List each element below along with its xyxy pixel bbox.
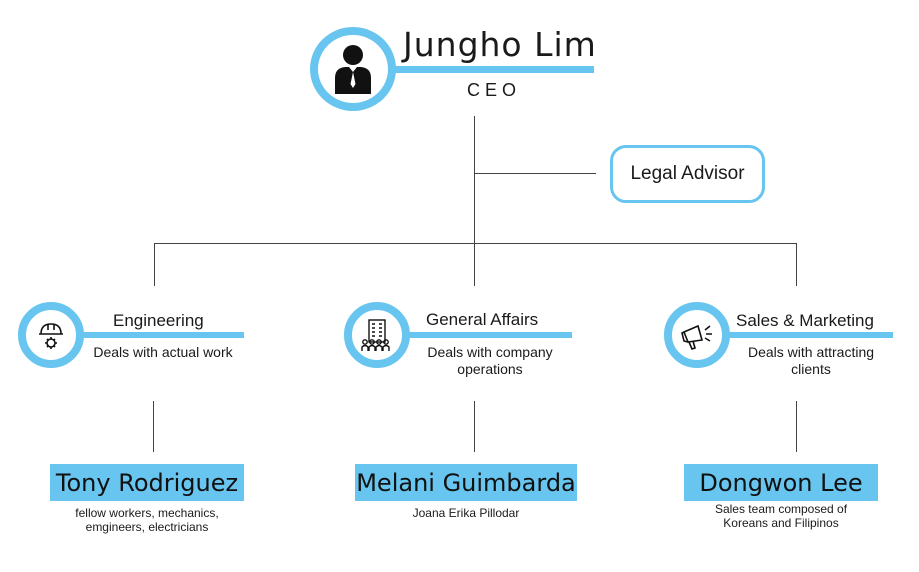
general-affairs-head-line: [474, 401, 475, 452]
general-affairs-head-name: Melani Guimbarda: [355, 464, 577, 501]
engineering-underline-bar: [60, 332, 244, 338]
general-affairs-icon-circle: [344, 302, 410, 368]
general-affairs-underline-bar: [380, 332, 572, 338]
sales-description-line-1: Deals with attracting: [747, 344, 875, 360]
general-affairs-team-line-1: Joana Erika Pillodar: [412, 506, 520, 520]
ceo-underline-bar: [380, 66, 594, 73]
ceo-avatar: [310, 27, 396, 111]
general-affairs-description-line-1: Deals with company: [427, 344, 553, 360]
legal-branch-line: [474, 173, 596, 174]
sales-drop-line: [796, 243, 797, 286]
businessman-icon: [335, 45, 371, 94]
sales-description: Deals with attracting clients: [730, 344, 892, 378]
sales-head-name: Dongwon Lee: [684, 464, 878, 501]
general-affairs-description-line-2: operations: [457, 361, 523, 377]
legal-advisor-box: Legal Advisor: [610, 145, 765, 203]
engineering-team-line-1: fellow workers, mechanics,: [75, 506, 219, 520]
sales-description-line-2: clients: [791, 361, 831, 377]
engineering-drop-line: [154, 243, 155, 286]
general-affairs-title: General Affairs: [426, 310, 539, 329]
engineering-title: Engineering: [113, 311, 204, 330]
engineering-team-line-2: emgineers, electricians: [85, 520, 209, 534]
ceo-title: CEO: [467, 80, 522, 100]
sales-head-line: [796, 401, 797, 452]
department-bus-line: [154, 243, 797, 244]
engineering-icon-circle: [18, 302, 84, 368]
megaphone-icon: [681, 324, 712, 350]
ceo-trunk-line: [474, 116, 475, 244]
general-affairs-description: Deals with company operations: [404, 344, 576, 378]
office-building-people-icon: [361, 319, 390, 351]
general-affairs-drop-line: [474, 243, 475, 286]
sales-team-line-2: Koreans and Filipinos: [723, 516, 839, 530]
sales-team-line-1: Sales team composed of: [714, 502, 848, 516]
engineering-head-name: Tony Rodriguez: [50, 464, 244, 501]
ceo-name: Jungho Lim: [403, 25, 597, 64]
engineering-description: Deals with actual work: [93, 344, 233, 360]
sales-underline-bar: [700, 332, 893, 338]
general-affairs-team: Joana Erika Pillodar: [365, 506, 567, 520]
hard-hat-gear-icon: [39, 323, 63, 349]
engineering-head-line: [153, 401, 154, 452]
engineering-team: fellow workers, mechanics, emgineers, el…: [45, 506, 249, 534]
sales-team: Sales team composed of Koreans and Filip…: [676, 502, 886, 530]
sales-title: Sales & Marketing: [736, 311, 874, 330]
sales-icon-circle: [664, 302, 730, 368]
